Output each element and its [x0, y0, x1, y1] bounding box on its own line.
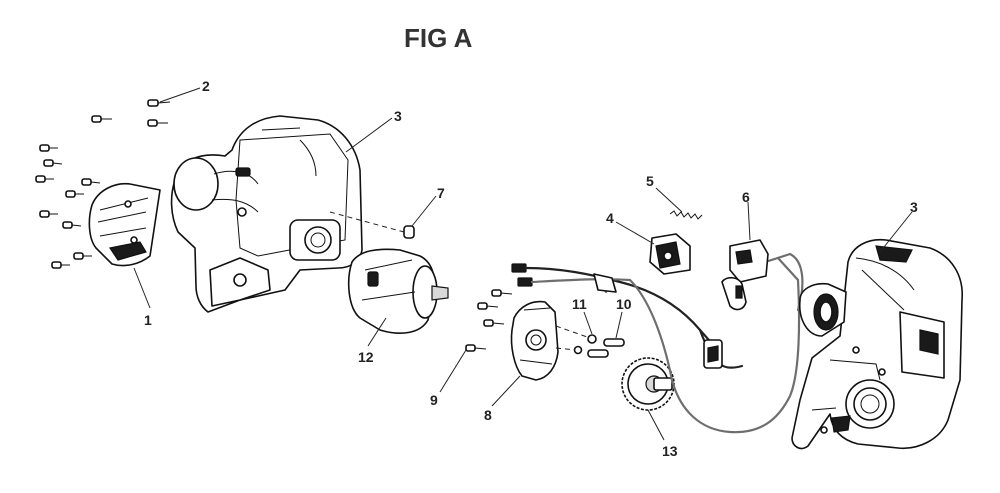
callout-labels: 2 3 7 1 12 5 4 6 3 11 10 9 8 13: [144, 78, 918, 459]
screw: [491, 289, 513, 297]
screw: [62, 221, 82, 229]
screw: [39, 210, 58, 218]
screw: [35, 175, 54, 183]
callout-11: 11: [572, 296, 587, 312]
gear-housing-part: [510, 300, 559, 381]
callout-13: 13: [662, 443, 678, 459]
screw: [73, 252, 92, 260]
callout-9: 9: [430, 392, 438, 408]
callout-5: 5: [646, 173, 654, 189]
spring-part: [669, 210, 703, 220]
trigger-switch-part: [721, 239, 769, 311]
screw: [43, 159, 63, 167]
callout-3-left: 3: [394, 108, 402, 124]
screw-part-10: [587, 338, 625, 358]
screw-group-gearbox: [465, 289, 513, 352]
callout-2: 2: [202, 78, 210, 94]
screw: [51, 261, 70, 269]
screw: [91, 115, 112, 123]
switch-block-part: [649, 233, 691, 275]
front-cover-part: [88, 182, 161, 267]
housing-half-right: [791, 238, 963, 450]
callout-3-right: 3: [910, 199, 918, 215]
figure-title: FIG A: [404, 23, 473, 53]
screw: [147, 119, 168, 127]
housing-half-left: [170, 115, 363, 313]
screw: [65, 190, 84, 198]
callout-10: 10: [616, 296, 632, 312]
wiring-harness: [511, 252, 804, 434]
screw: [39, 144, 58, 152]
callout-7: 7: [437, 185, 445, 201]
leader-lines: [133, 87, 913, 441]
callout-4: 4: [606, 210, 614, 226]
screw: [477, 302, 499, 310]
pin-part: [329, 211, 415, 239]
callout-1: 1: [144, 312, 152, 328]
gear-part: [621, 357, 675, 411]
screw: [465, 344, 487, 352]
screw: [81, 178, 101, 186]
callout-6: 6: [742, 189, 750, 205]
screw-group-left: [35, 99, 171, 269]
callout-12: 12: [358, 349, 374, 365]
callout-8: 8: [484, 407, 492, 423]
screw: [147, 99, 171, 107]
motor-part: [347, 248, 449, 334]
screw: [483, 319, 505, 327]
washer-part: [555, 325, 597, 355]
